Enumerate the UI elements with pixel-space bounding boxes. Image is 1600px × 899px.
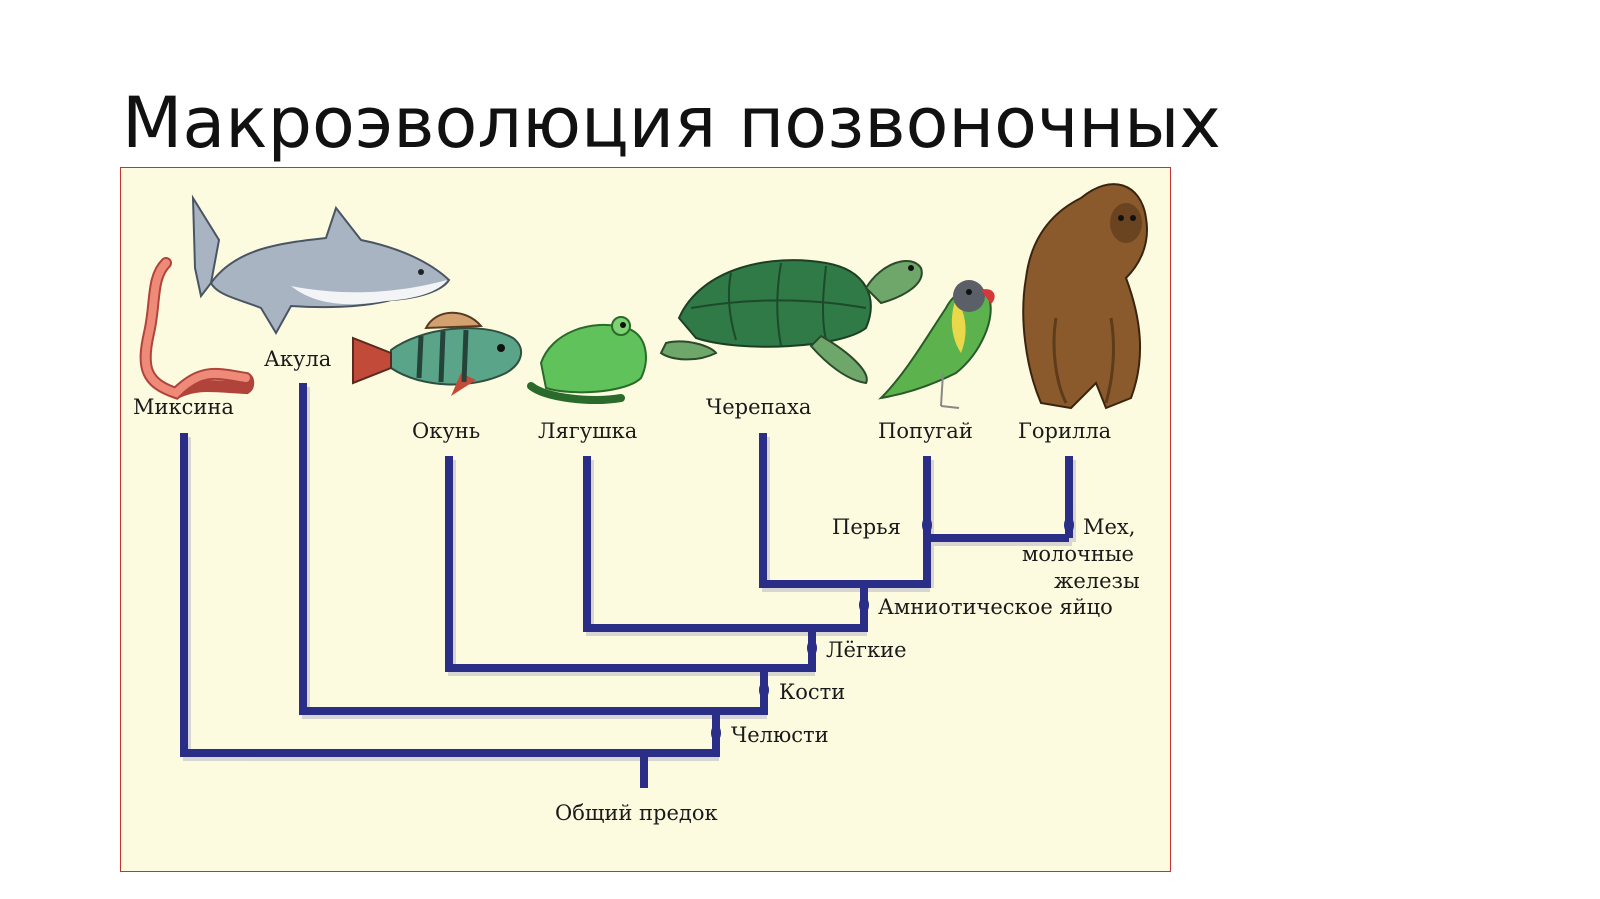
fur-label-line2: молочные: [1022, 542, 1134, 566]
turtle-icon: [659, 259, 923, 385]
feathers-node: [922, 517, 932, 533]
common-ancestor-label: Общий предок: [555, 801, 718, 825]
hagfish-label: Миксина: [133, 395, 234, 419]
frog-branch: [583, 456, 868, 632]
frog-icon: [527, 316, 647, 404]
perch-branch: [445, 456, 816, 672]
shark-branch: [299, 383, 768, 715]
phylogenetic-tree-figure: Миксина Акула Окунь Лягушка Черепаха Поп…: [120, 167, 1171, 872]
frog-label: Лягушка: [538, 419, 637, 443]
shark-label: Акула: [264, 347, 331, 371]
fur-label-line1: Мех,: [1083, 515, 1135, 539]
gorilla-label: Горилла: [1018, 419, 1111, 443]
fur-node: [1064, 517, 1074, 533]
lungs-node: [807, 640, 817, 656]
feathers-label: Перья: [832, 515, 901, 539]
bones-label: Кости: [779, 680, 845, 704]
fur-label-line3: железы: [1054, 569, 1140, 593]
parrot-label: Попугай: [878, 419, 973, 443]
bones-node: [759, 682, 769, 698]
turtle-label: Черепаха: [706, 395, 811, 419]
gorilla-icon: [1022, 183, 1148, 410]
shark-icon: [191, 194, 451, 335]
amniotic-egg-label: Амниотическое яйцо: [878, 595, 1113, 619]
lungs-label: Лёгкие: [826, 638, 907, 662]
turtle-branch: [759, 433, 931, 588]
slide-title: Макроэволюция позвоночных: [122, 82, 1221, 164]
perch-label: Окунь: [412, 419, 480, 443]
parrot-icon: [878, 280, 995, 409]
jaws-node: [711, 725, 721, 741]
perch-icon: [352, 311, 522, 396]
jaws-label: Челюсти: [731, 723, 829, 747]
hagfish-icon: [139, 257, 255, 400]
amniotic-egg-node: [859, 597, 869, 613]
phylogenetic-tree: Миксина Акула Окунь Лягушка Черепаха Поп…: [133, 183, 1148, 825]
